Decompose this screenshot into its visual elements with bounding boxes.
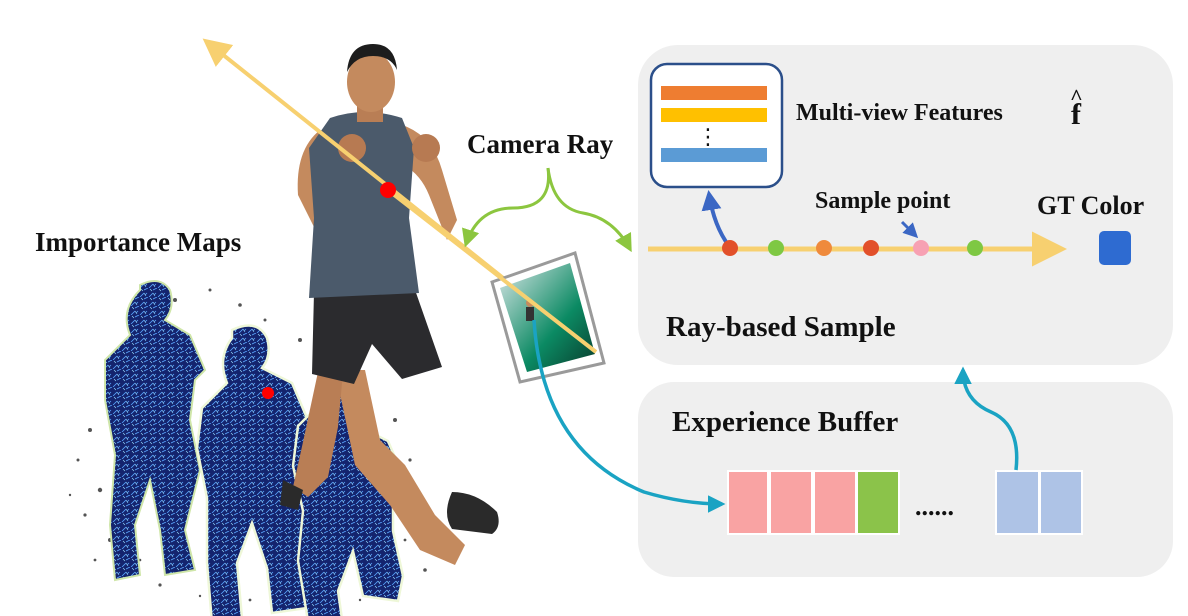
- boxer-head: [347, 52, 395, 112]
- boxer-shorts: [312, 287, 442, 384]
- feature-vdots: ⋮: [697, 125, 719, 150]
- sample-point-4: [863, 240, 879, 256]
- boxer-leg-back: [293, 372, 343, 497]
- camera-to-buffer-arrow: [532, 319, 726, 513]
- buffer-ellipsis: ......: [915, 492, 954, 521]
- boxer-tank-top: [309, 112, 419, 298]
- boxer-photo: [280, 44, 499, 565]
- buffer-to-sample-arrow: [954, 366, 1019, 471]
- multiview-features-label: Multi-view Features: [796, 100, 1003, 126]
- boxer-leg-front: [335, 370, 465, 565]
- feature-symbol-hat: ^: [1070, 84, 1083, 109]
- buffer-cells: [727, 470, 1083, 535]
- sample-point-6: [967, 240, 983, 256]
- ray-highlight-point: [380, 182, 396, 198]
- gt-color-label: GT Color: [1037, 191, 1144, 220]
- buffer-cell: [769, 470, 813, 535]
- importance-maps-label: Importance Maps: [35, 227, 241, 257]
- feature-bar-orange: [661, 86, 767, 100]
- feature-symbol: f: [1071, 98, 1082, 131]
- boxer-shoe-back: [280, 480, 303, 510]
- buffer-cell: [995, 470, 1040, 535]
- importance-highlight-point: [262, 387, 274, 399]
- sample-point-2: [768, 240, 784, 256]
- camera-ray-arrow-right: [546, 167, 632, 253]
- buffer-cell: [1039, 470, 1083, 535]
- camera-image-frame: [490, 251, 606, 384]
- boxer-shoe-front: [447, 492, 499, 534]
- feature-bar-yellow: [661, 108, 767, 122]
- experience-buffer-label: Experience Buffer: [672, 406, 898, 438]
- sample-point-label: Sample point: [815, 188, 950, 214]
- buffer-cell: [813, 470, 857, 535]
- camera-ray-label: Camera Ray: [467, 129, 614, 159]
- sample-point-pointer: [900, 220, 919, 239]
- boxer-hair: [347, 44, 397, 72]
- boxer-fist-left: [338, 134, 366, 162]
- sample-point-3: [816, 240, 832, 256]
- camera-ray-arrow-left: [462, 167, 551, 248]
- ray-based-sample-label: Ray-based Sample: [666, 311, 896, 343]
- sample-point-5: [913, 240, 929, 256]
- boxer-fist-right: [412, 134, 440, 162]
- sample-point-1: [722, 240, 738, 256]
- feature-bar-blue: [661, 148, 767, 162]
- importance-figure-1: [104, 280, 207, 582]
- buffer-cell: [856, 470, 900, 535]
- camera-ray-segment: [386, 188, 598, 354]
- buffer-cell: [727, 470, 769, 535]
- gt-color-swatch: [1099, 231, 1131, 265]
